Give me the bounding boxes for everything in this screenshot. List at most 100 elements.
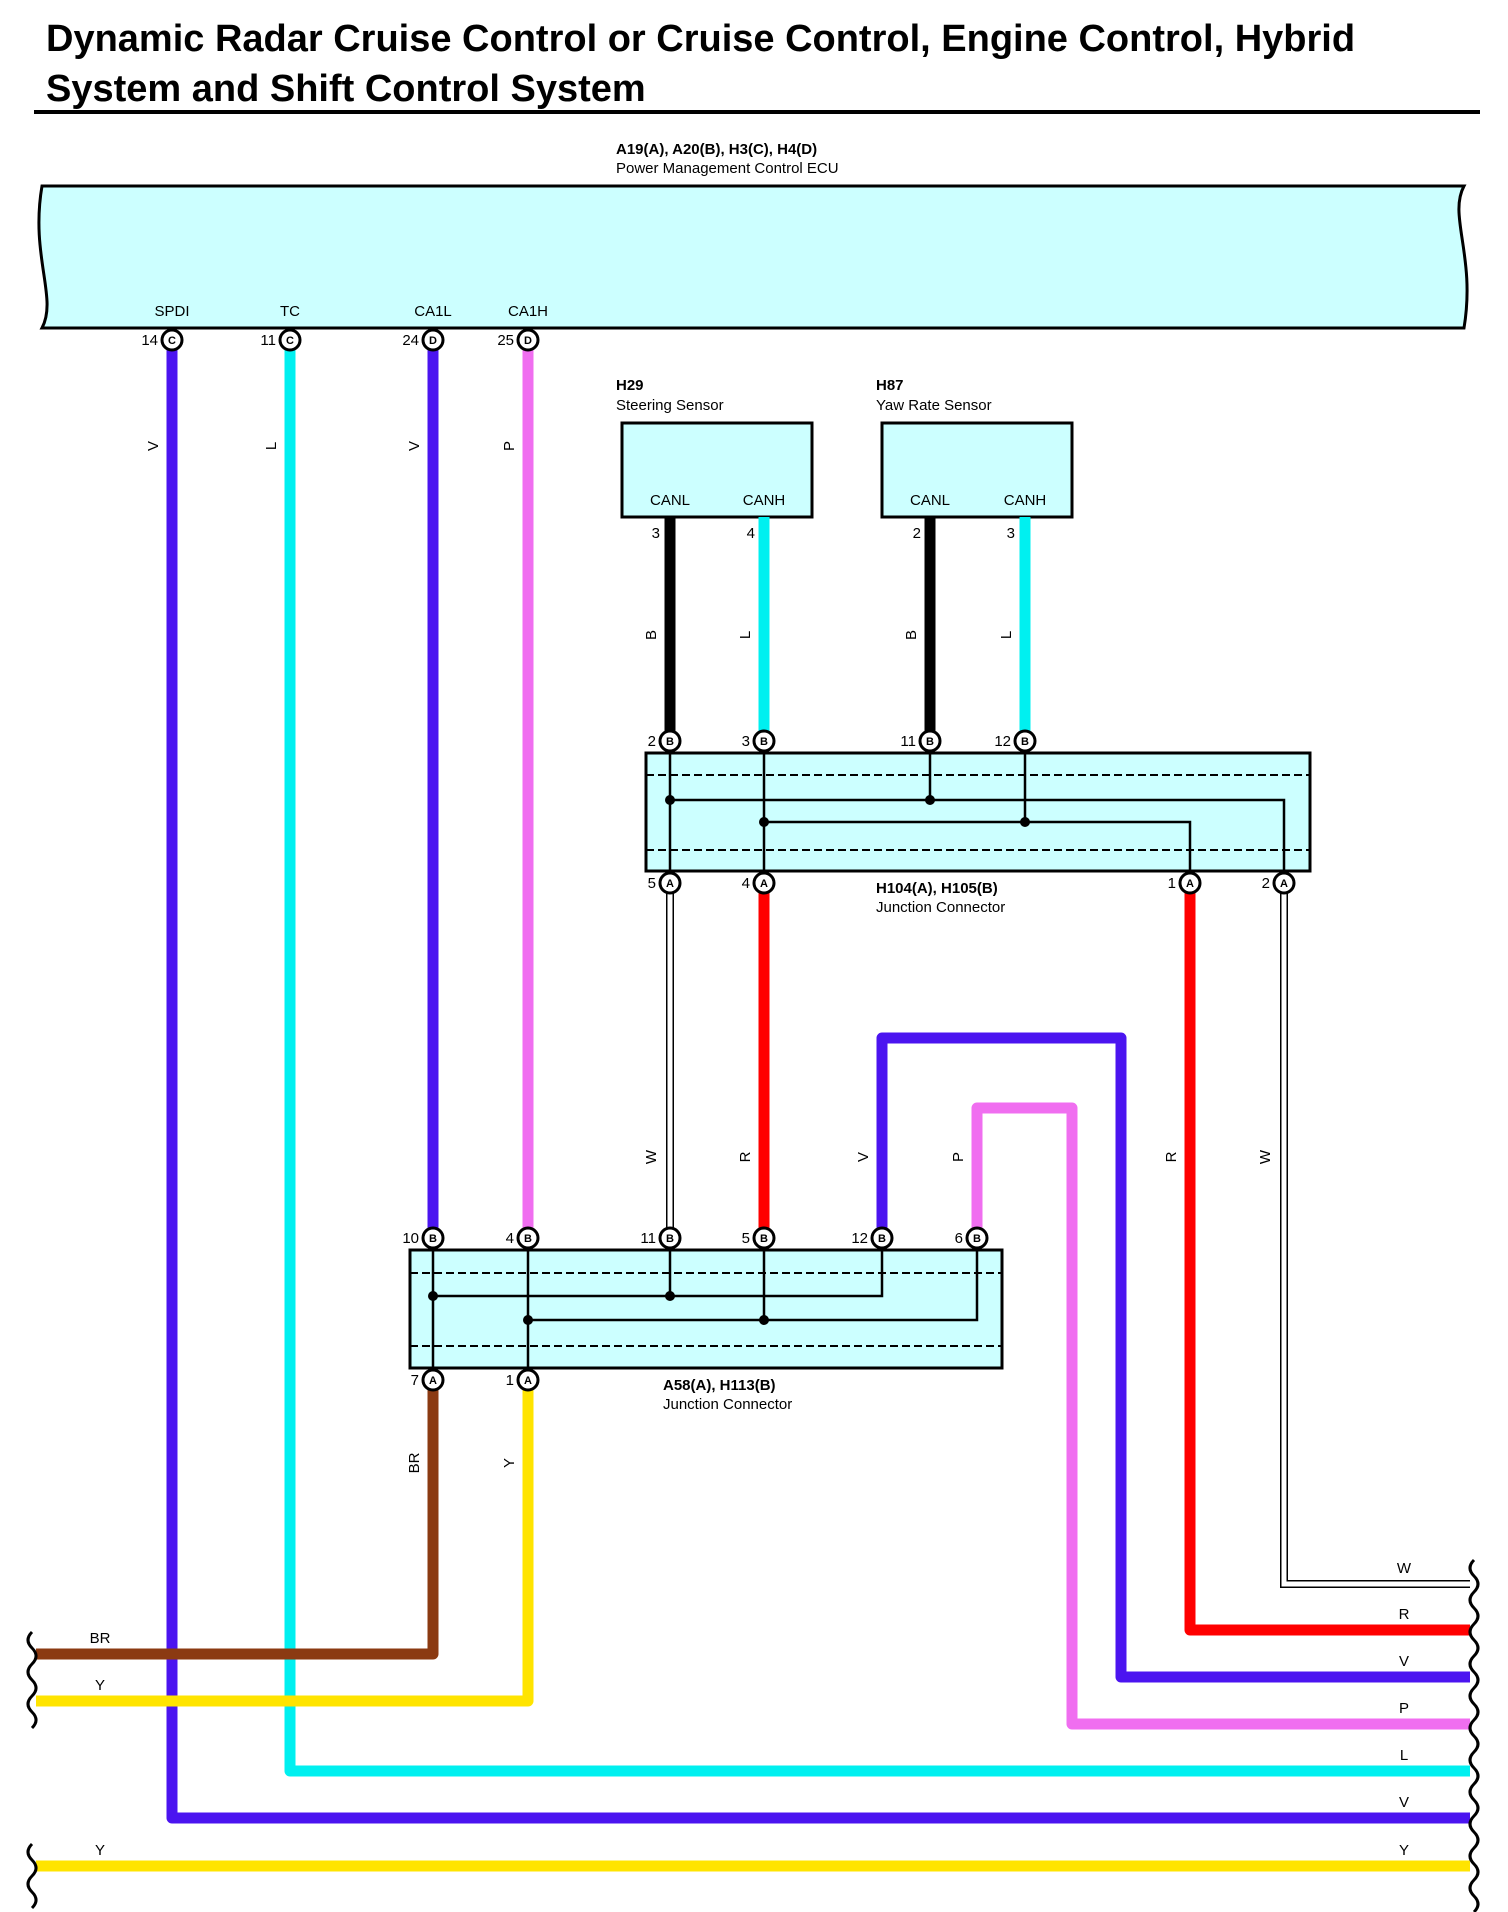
j2-top-pin-2-number: 11 bbox=[640, 1230, 656, 1247]
wire-label-yaw-canh: L bbox=[998, 631, 1015, 639]
j2-node-1 bbox=[428, 1291, 438, 1301]
j1-bottom-pin-1-letter: A bbox=[760, 878, 768, 890]
j1-bottom-pin-0 bbox=[658, 871, 682, 895]
steering-sensor-name: Steering Sensor bbox=[616, 397, 724, 414]
ecu-pin-spdi-letter: C bbox=[168, 335, 176, 347]
j1-top-pin-3-number: 12 bbox=[994, 733, 1011, 750]
j1-bottom-pin-1 bbox=[752, 871, 776, 895]
yaw-rate-sensor-id: H87 bbox=[876, 377, 904, 394]
steering-sensor-box bbox=[620, 421, 814, 519]
j1-top-pin-3 bbox=[1013, 729, 1037, 753]
ecu-box bbox=[37, 184, 1469, 330]
j2-bottom-pin-0 bbox=[421, 1368, 445, 1392]
ecu-pin-ca1l-letter: D bbox=[429, 335, 437, 347]
wire-label-j2-1: Y bbox=[501, 1458, 518, 1468]
ecu-pin-ca1l bbox=[421, 328, 445, 352]
j2-node-4 bbox=[759, 1315, 769, 1325]
ecu-pin-label-ca1h: CA1H bbox=[508, 303, 548, 320]
wire-layer bbox=[36, 340, 1470, 1872]
wire-label-j1-1: R bbox=[1163, 1151, 1180, 1162]
j1-top-pin-1-letter: B bbox=[760, 736, 768, 748]
ecu-pin-ca1h bbox=[516, 328, 540, 352]
diagram-title: Dynamic Radar Cruise Control or Cruise C… bbox=[46, 14, 1486, 114]
title-line-2: System and Shift Control System bbox=[46, 68, 646, 110]
wire-tc-blue bbox=[284, 340, 1470, 1777]
yaw-rate-sensor-name: Yaw Rate Sensor bbox=[876, 397, 992, 414]
steering-sensor-canl-label: CANL bbox=[650, 492, 690, 509]
wire-spdi-violet bbox=[166, 340, 1470, 1824]
junction-connector-2-id: A58(A), H113(B) bbox=[663, 1377, 776, 1394]
wire-label-ca1l: V bbox=[406, 441, 423, 451]
j2-top-pin-3-number: 5 bbox=[742, 1230, 750, 1247]
j2-top-pin-5-number: 6 bbox=[955, 1230, 963, 1247]
title-line-1: Dynamic Radar Cruise Control or Cruise C… bbox=[46, 18, 1356, 60]
ecu-pin-label-ca1l: CA1L bbox=[414, 303, 452, 320]
right-exit-label-4: L bbox=[1400, 1747, 1408, 1764]
j2-top-pin-1 bbox=[516, 1226, 540, 1250]
left-break-mark-top bbox=[26, 1630, 38, 1730]
left-exit-label-0: BR bbox=[90, 1630, 111, 1647]
wire-label-j1-4: R bbox=[737, 1151, 754, 1162]
j2-bottom-pin-0-number: 7 bbox=[411, 1372, 419, 1389]
steering-sensor-canh-label: CANH bbox=[743, 492, 786, 509]
wire-j2-12-violet bbox=[876, 1032, 1470, 1683]
j1-bottom-pin-3 bbox=[1272, 871, 1296, 895]
j2-top-pin-3 bbox=[752, 1226, 776, 1250]
j1-int-bus-high bbox=[764, 820, 1192, 871]
j1-bottom-pin-2 bbox=[1178, 871, 1202, 895]
wire-label-tc: L bbox=[263, 442, 280, 450]
j2-top-pin-1-number: 4 bbox=[506, 1230, 514, 1247]
j2-top-pin-0 bbox=[421, 1226, 445, 1250]
j1-top-pin-2-letter: B bbox=[926, 736, 934, 748]
left-exit-label-2: Y bbox=[95, 1842, 105, 1859]
wire-label-steering-canl: B bbox=[643, 630, 660, 640]
j1-bottom-pin-0-number: 5 bbox=[648, 875, 656, 892]
wire-label-steering-canh: L bbox=[737, 631, 754, 639]
wire-label-j2-7: BR bbox=[406, 1452, 423, 1473]
j2-top-pin-3-letter: B bbox=[760, 1233, 768, 1245]
ecu-pin-tc-letter: C bbox=[286, 335, 294, 347]
steering-sensor-pin-4: 4 bbox=[747, 525, 755, 542]
ecu-id: A19(A), A20(B), H3(C), H4(D) bbox=[616, 141, 817, 158]
ecu-pin-label-spdi: SPDI bbox=[154, 303, 189, 320]
j2-top-pin-0-letter: B bbox=[429, 1233, 437, 1245]
j1-top-pin-0-letter: B bbox=[666, 736, 674, 748]
j2-top-pin-2-letter: B bbox=[666, 1233, 674, 1245]
wire-label-j1-2: W bbox=[1257, 1149, 1274, 1164]
ecu-pin-ca1l-number: 24 bbox=[402, 332, 419, 349]
j1-top-pin-2 bbox=[918, 729, 942, 753]
steering-sensor-id: H29 bbox=[616, 377, 644, 394]
j2-top-pin-4-number: 12 bbox=[851, 1230, 868, 1247]
ecu-pin-label-tc: TC bbox=[280, 303, 300, 320]
ecu-pin-tc bbox=[278, 328, 302, 352]
j1-bottom-pin-3-number: 2 bbox=[1262, 875, 1270, 892]
j2-bottom-pin-0-letter: A bbox=[429, 1375, 437, 1387]
j1-bottom-pin-1-number: 4 bbox=[742, 875, 750, 892]
junction-connector-2-name: Junction Connector bbox=[663, 1396, 792, 1413]
wire-j2-7-brown bbox=[36, 1380, 439, 1660]
j2-bottom-pin-1 bbox=[516, 1368, 540, 1392]
title-underline bbox=[34, 110, 1480, 114]
right-exit-label-5: V bbox=[1399, 1794, 1409, 1811]
j1-top-pin-0-number: 2 bbox=[648, 733, 656, 750]
yaw-rate-sensor-pin-3: 3 bbox=[1007, 525, 1015, 542]
j2-top-pin-4 bbox=[870, 1226, 894, 1250]
j1-bottom-pin-2-number: 1 bbox=[1168, 875, 1176, 892]
j2-top-pin-5-letter: B bbox=[973, 1233, 981, 1245]
wire-j2-6-pink bbox=[971, 1102, 1470, 1730]
j1-top-pin-0 bbox=[658, 729, 682, 753]
j2-int-bus-low bbox=[433, 1250, 884, 1298]
j1-bottom-pin-0-letter: A bbox=[666, 878, 674, 890]
ecu-name: Power Management Control ECU bbox=[616, 160, 839, 177]
j1-bottom-pin-3-letter: A bbox=[1280, 878, 1288, 890]
right-exit-label-3: P bbox=[1399, 1700, 1409, 1717]
junction-connector-1-id: H104(A), H105(B) bbox=[876, 880, 998, 897]
j2-bottom-pin-1-number: 1 bbox=[506, 1372, 514, 1389]
wire-label-yaw-canl: B bbox=[903, 630, 920, 640]
right-break-mark bbox=[1468, 1558, 1480, 1912]
wire-j1-2-white bbox=[1280, 883, 1470, 1588]
wire-j2-1-yellow bbox=[36, 1380, 534, 1707]
junction-connector-2-box bbox=[408, 1248, 1004, 1370]
